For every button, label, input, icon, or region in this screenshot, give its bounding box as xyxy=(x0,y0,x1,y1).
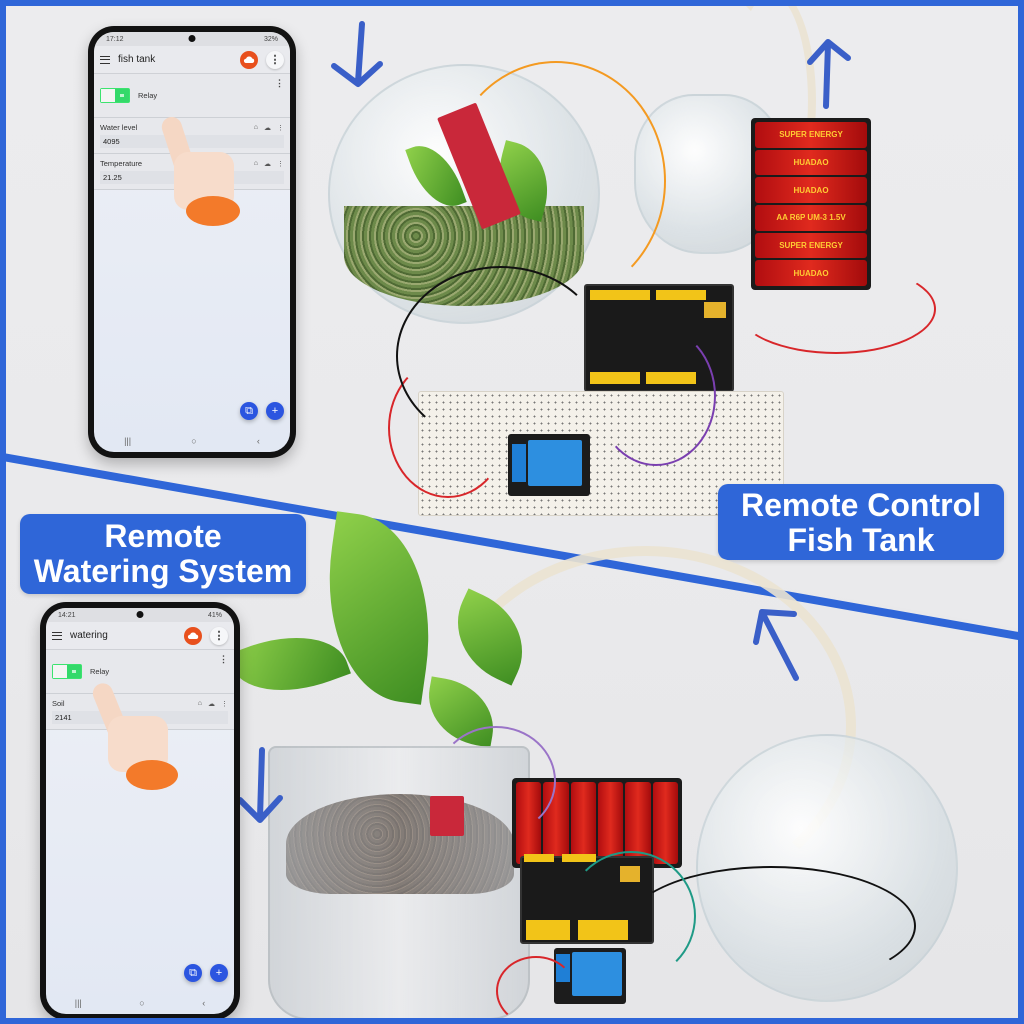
pointing-hand-icon xyxy=(154,114,244,231)
status-time: 17:12 xyxy=(106,35,124,43)
status-battery: 41% xyxy=(207,611,222,619)
recents-button[interactable]: ||| xyxy=(124,436,132,446)
sensor-label: Temperature xyxy=(100,159,143,168)
cloud-sync-button[interactable] xyxy=(184,626,202,645)
hamburger-menu-icon[interactable] xyxy=(100,55,110,64)
battery-cell: HUADAO xyxy=(755,177,867,204)
card-menu-icon[interactable]: ⋮ xyxy=(277,160,284,168)
back-button[interactable]: ‹ xyxy=(202,998,206,1008)
fish-tank-label-line1: Remote Control xyxy=(741,487,981,523)
battery-cell: SUPER ENERGY xyxy=(755,122,867,148)
app-bar: watering ⋮ xyxy=(46,622,234,650)
watering-label-line1: Remote xyxy=(104,518,222,554)
more-options-button[interactable]: ⋮ xyxy=(210,626,228,645)
copy-fab-button[interactable]: ⧉ xyxy=(240,402,258,420)
sensor-value: 4095 xyxy=(100,135,284,148)
relay-label: Relay xyxy=(90,667,110,676)
home-button[interactable]: ○ xyxy=(139,998,145,1008)
wire-purple xyxy=(596,326,716,466)
home-button[interactable]: ○ xyxy=(191,436,197,446)
fab-row: ⧉ + xyxy=(240,402,284,420)
battery-cell: SUPER ENERGY xyxy=(755,232,867,259)
relay-label: Relay xyxy=(138,91,158,100)
battery-cell xyxy=(597,782,624,864)
more-options-button[interactable]: ⋮ xyxy=(266,50,284,69)
battery-cell xyxy=(570,782,596,864)
recents-button[interactable]: ||| xyxy=(74,998,82,1008)
front-camera xyxy=(188,35,196,42)
watering-label-line2: Watering System xyxy=(33,552,293,589)
fish-tank-label: Remote Control Fish Tank xyxy=(718,484,1004,560)
app-title: fish tank xyxy=(118,54,156,65)
card-menu-icon[interactable]: ⋮ xyxy=(275,78,284,88)
add-fab-button[interactable]: + xyxy=(266,402,284,420)
front-camera xyxy=(136,611,144,618)
arrow-up-icon xyxy=(753,609,799,681)
watering-label: Remote Watering System xyxy=(20,514,306,594)
cloud-icon xyxy=(187,632,199,639)
fab-row: ⧉ + xyxy=(184,964,228,982)
status-time: 14:21 xyxy=(58,611,76,619)
relay-toggle[interactable] xyxy=(100,88,130,103)
phone-screen: 17:12 32% fish tank ⋮ Relay ⋮ Water leve… xyxy=(94,32,290,452)
cloud-icon xyxy=(243,56,255,63)
hamburger-menu-icon[interactable] xyxy=(52,631,62,640)
battery-cell: HUADAO xyxy=(755,149,867,176)
arrow-up-icon xyxy=(807,39,851,109)
battery-cell: AA R6P UM-3 1.5V xyxy=(755,205,867,231)
sensor-label: Soil xyxy=(52,699,65,708)
cloud-sync-button[interactable] xyxy=(240,50,258,69)
sensor-card-water-level: Water level ⌂ ☁ ⋮ 4095 xyxy=(94,118,290,154)
wire-purple xyxy=(436,726,556,836)
relay-toggle[interactable] xyxy=(52,664,82,679)
app-bar: fish tank ⋮ xyxy=(94,46,290,74)
reset-icon[interactable]: ⌂ xyxy=(197,699,202,707)
app-title: watering xyxy=(70,630,108,641)
card-menu-icon[interactable]: ⋮ xyxy=(219,654,228,664)
system-nav-bar: ||| ○ ‹ xyxy=(94,430,290,452)
add-fab-button[interactable]: + xyxy=(210,964,228,982)
phone-watering: 14:21 41% watering ⋮ Relay ⋮ Soil ⌂ xyxy=(40,602,240,1018)
cloud-upload-icon[interactable]: ☁ xyxy=(264,160,271,168)
battery-cell xyxy=(625,782,651,864)
card-menu-icon[interactable]: ⋮ xyxy=(277,124,284,132)
phone-fish-tank: 17:12 32% fish tank ⋮ Relay ⋮ Water leve… xyxy=(88,26,296,458)
relay-card: Relay ⋮ xyxy=(46,650,234,694)
relay-card: Relay ⋮ xyxy=(94,74,290,118)
sensor-label: Water level xyxy=(100,123,138,132)
air-tube xyxy=(726,6,816,216)
pointing-hand-icon xyxy=(89,680,182,794)
wire-green xyxy=(566,851,696,981)
arrow-down-icon xyxy=(237,747,283,823)
wire-red-battery xyxy=(736,264,936,354)
relay-module-top xyxy=(508,434,590,496)
wire-orange xyxy=(446,61,666,301)
back-button[interactable]: ‹ xyxy=(256,436,260,446)
wire-red xyxy=(496,956,576,1018)
arrow-down-icon xyxy=(331,21,383,87)
phone-screen: 14:21 41% watering ⋮ Relay ⋮ Soil ⌂ xyxy=(46,608,234,1014)
water-tube xyxy=(436,546,856,906)
wire-red xyxy=(388,358,508,498)
fish-tank-label-line2: Fish Tank xyxy=(787,521,935,558)
system-nav-bar: ||| ○ ‹ xyxy=(46,992,234,1014)
reset-icon[interactable]: ⌂ xyxy=(253,123,258,131)
battery-cell xyxy=(652,782,678,864)
wire-black xyxy=(626,866,916,986)
copy-fab-button[interactable]: ⧉ xyxy=(184,964,202,982)
image-frame: SUPER ENERGY HUADAO HUADAO AA R6P UM-3 1… xyxy=(6,6,1018,1018)
reset-icon[interactable]: ⌂ xyxy=(253,159,258,167)
cloud-upload-icon[interactable]: ☁ xyxy=(208,700,215,708)
card-menu-icon[interactable]: ⋮ xyxy=(221,700,228,708)
status-battery: 32% xyxy=(263,35,278,43)
cloud-upload-icon[interactable]: ☁ xyxy=(264,124,271,132)
